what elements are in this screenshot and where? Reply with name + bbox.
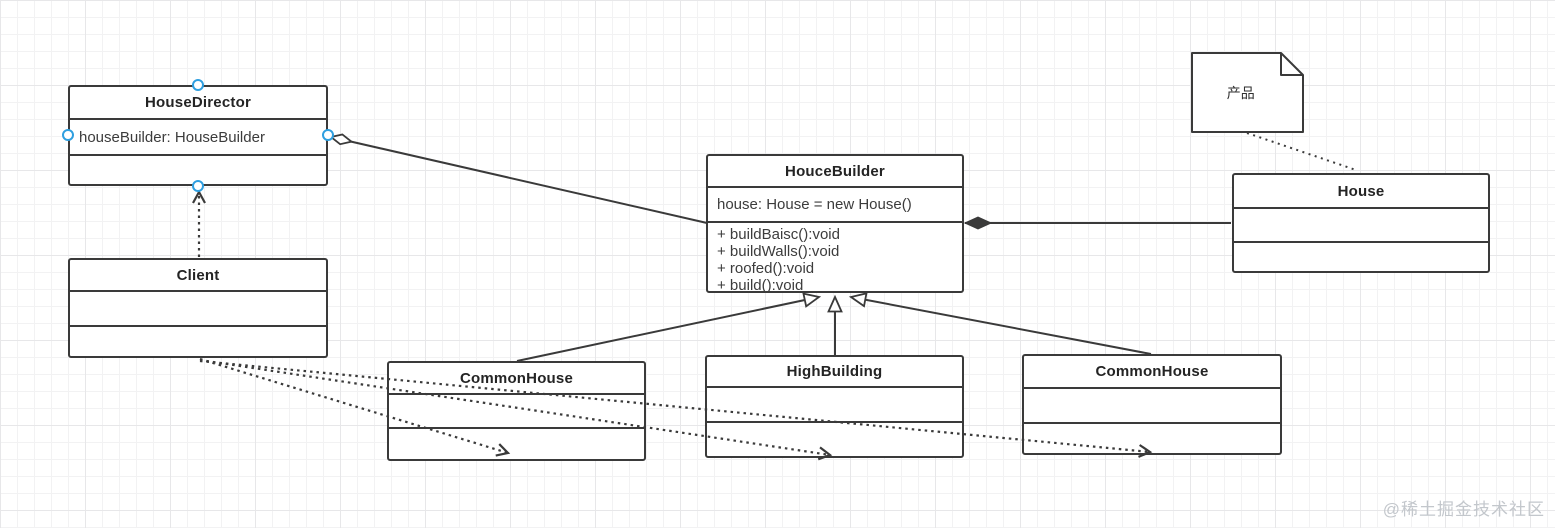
generalization-commonhouse-right-to-houcebuilder[interactable] [848,292,1152,355]
class-house-title: House [1337,182,1385,200]
class-highbuilding-title: HighBuilding [786,363,883,380]
class-commonhouse-right[interactable]: CommonHouse [1022,354,1282,455]
class-commonhouse-left-methods-empty [389,427,644,459]
class-housedirector-attribute: houseBuilder: HouseBuilder [70,118,326,154]
class-housedirector-title: HouseDirector [145,94,251,111]
class-house-attributes-empty [1234,207,1488,241]
class-houcebuilder-attribute: house: House = new House() [708,186,962,221]
aggregation-housedirector-houcebuilder[interactable] [331,137,708,224]
class-client-methods-empty [70,325,326,356]
class-housedirector-methods-empty [70,154,326,184]
method-buildwalls: + buildWalls():void [717,243,840,260]
class-highbuilding-attributes-empty [707,386,962,421]
note-shape [1191,52,1304,133]
class-houcebuilder[interactable]: HouceBuilder house: House = new House() … [706,154,964,294]
class-client-title: Client [176,266,220,284]
class-commonhouse-left-attributes-empty [389,393,644,427]
generalization-commonhouse-left-to-houcebuilder[interactable] [516,292,822,362]
method-build: + build():void [717,277,804,294]
class-housedirector[interactable]: HouseDirector houseBuilder: HouseBuilder [68,85,328,186]
method-roofed: + roofed():void [717,260,815,277]
class-houcebuilder-methods: + buildBaisc():void + buildWalls():void … [708,221,962,294]
class-houcebuilder-title: HouceBuilder [785,162,885,180]
class-client[interactable]: Client [68,258,328,358]
dependency-client-to-commonhouse-right[interactable] [199,359,1153,458]
class-commonhouse-left-title: CommonHouse [459,369,574,387]
class-highbuilding-methods-empty [707,421,962,456]
class-commonhouse-right-title: CommonHouse [1095,363,1209,380]
note-product-label: 产品 [1226,84,1255,101]
class-commonhouse-right-methods-empty [1024,422,1280,453]
class-house-methods-empty [1234,241,1488,271]
class-house[interactable]: House [1232,173,1490,273]
method-buildbaisc: + buildBaisc():void [717,226,840,243]
class-highbuilding[interactable]: HighBuilding [705,355,964,458]
note-product[interactable]: 产品 [1191,52,1304,133]
class-commonhouse-left[interactable]: CommonHouse [387,361,646,461]
note-fold-corner [1280,53,1303,76]
class-commonhouse-right-attributes-empty [1024,387,1280,422]
watermark: @稀土掘金技术社区 [1382,500,1545,519]
class-client-attributes-empty [70,290,326,325]
note-anchor-product-to-house[interactable] [1246,132,1357,171]
